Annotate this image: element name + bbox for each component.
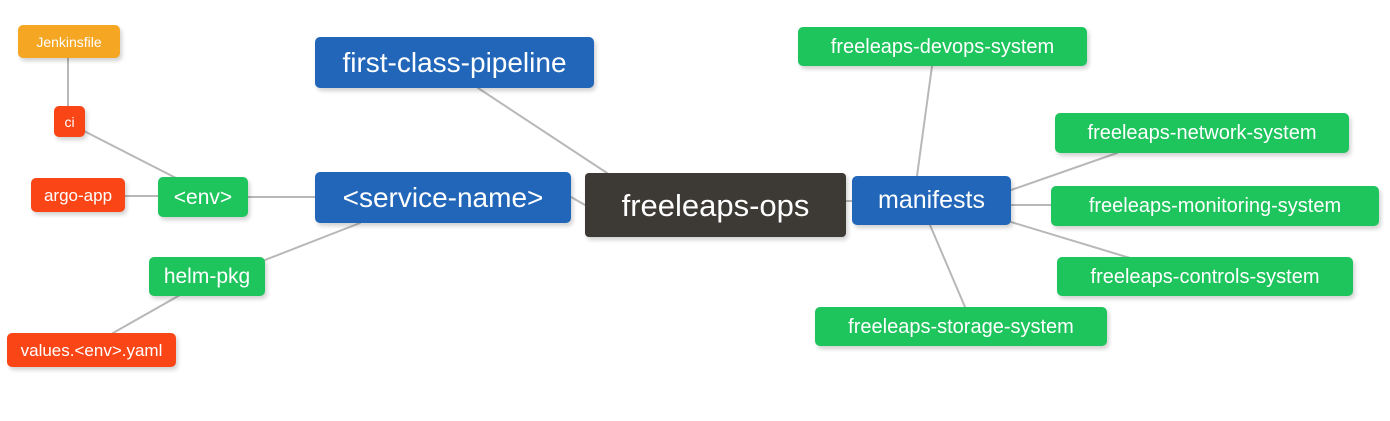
node-label-first-class: first-class-pipeline (342, 46, 567, 78)
node-argo-app[interactable]: argo-app (31, 178, 125, 212)
edge-freeleaps-ops-to-service-name (570, 196, 586, 206)
node-label-manifests: manifests (878, 186, 985, 214)
node-label-devops-sys: freeleaps-devops-system (830, 35, 1055, 58)
edge-env-to-ci (83, 130, 177, 179)
edge-manifests-to-network-sys (1010, 152, 1118, 191)
node-label-service-name: <service-name> (342, 181, 544, 213)
node-network-sys[interactable]: freeleaps-network-system (1055, 113, 1349, 153)
node-label-ci: ci (64, 113, 75, 130)
node-env[interactable]: <env> (158, 177, 248, 217)
node-label-controls-sys: freeleaps-controls-system (1090, 265, 1320, 288)
node-label-freeleaps-ops: freeleaps-ops (621, 187, 810, 223)
node-freeleaps-ops[interactable]: freeleaps-ops (585, 173, 846, 237)
edge-manifests-to-devops-sys (916, 65, 933, 177)
node-label-helm-pkg: helm-pkg (163, 265, 251, 288)
node-label-storage-sys: freeleaps-storage-system (848, 315, 1074, 338)
node-monitoring-sys[interactable]: freeleaps-monitoring-system (1051, 186, 1379, 226)
node-first-class[interactable]: first-class-pipeline (315, 37, 594, 88)
node-values-yaml[interactable]: values.<env>.yaml (7, 333, 176, 367)
node-manifests[interactable]: manifests (852, 176, 1011, 225)
node-ci[interactable]: ci (54, 106, 85, 137)
node-controls-sys[interactable]: freeleaps-controls-system (1057, 257, 1353, 296)
edge-helm-pkg-to-values-yaml (112, 294, 181, 334)
node-label-monitoring-sys: freeleaps-monitoring-system (1088, 195, 1342, 217)
edge-manifests-to-controls-sys (1010, 221, 1131, 259)
node-storage-sys[interactable]: freeleaps-storage-system (815, 307, 1107, 346)
edge-freeleaps-ops-to-first-class (477, 87, 608, 174)
edge-service-name-to-helm-pkg (264, 222, 361, 261)
node-label-values-yaml: values.<env>.yaml (20, 340, 163, 360)
node-helm-pkg[interactable]: helm-pkg (149, 257, 265, 296)
node-label-env: <env> (173, 185, 233, 209)
node-devops-sys[interactable]: freeleaps-devops-system (798, 27, 1087, 66)
node-label-network-sys: freeleaps-network-system (1087, 122, 1317, 144)
node-jenkinsfile[interactable]: Jenkinsfile (18, 25, 120, 58)
node-label-argo-app: argo-app (43, 185, 113, 205)
node-service-name[interactable]: <service-name> (315, 172, 571, 223)
edge-manifests-to-storage-sys (929, 224, 966, 308)
node-label-jenkinsfile: Jenkinsfile (36, 33, 102, 50)
